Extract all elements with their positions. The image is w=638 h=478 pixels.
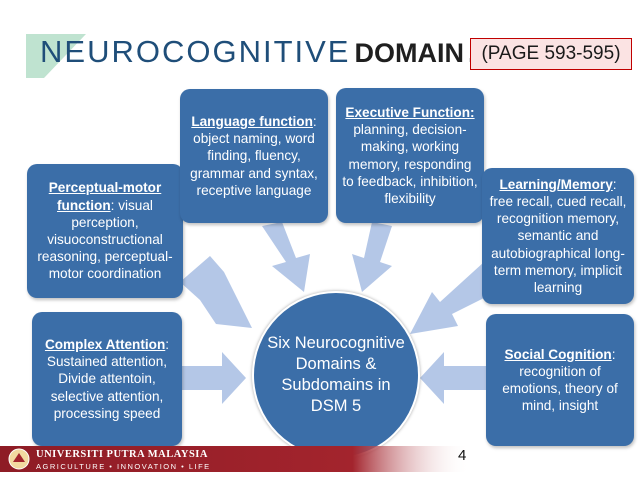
university-name: UNIVERSITI PUTRA MALAYSIA — [36, 449, 208, 460]
slide-title: NEUROCOGNITIVE DOMAIN . — [40, 34, 475, 74]
box-text: : free recall, cued recall, recognition … — [489, 176, 627, 295]
title-band-decoration — [26, 34, 86, 78]
box-text: planning, decision-making, working memor… — [342, 122, 478, 206]
box-heading: Social Cognition — [504, 346, 612, 362]
arrow-executive — [352, 222, 392, 292]
box-complex-attention: Complex Attention: Sustained attention, … — [32, 312, 182, 446]
box-text: : object naming, word finding, fluency, … — [190, 113, 318, 198]
university-logo — [8, 448, 30, 470]
box-language: Language function: object naming, word f… — [180, 89, 328, 223]
box-heading: Executive Function: — [345, 104, 475, 120]
center-text: Six Neurocognitive Domains & Subdomains … — [267, 334, 405, 415]
box-perceptual-motor: Perceptual-motor function: visual percep… — [27, 164, 183, 298]
arrow-perceptual-motor — [180, 256, 252, 328]
box-heading: Complex Attention — [44, 336, 166, 352]
center-circle: Six Neurocognitive Domains & Subdomains … — [252, 291, 420, 459]
arrow-complex-attention — [180, 352, 246, 404]
box-heading: Learning/Memory — [499, 176, 613, 192]
university-tagline: AGRICULTURE • INNOVATION • LIFE — [36, 462, 211, 471]
box-executive: Executive Function: planning, decision-m… — [336, 88, 484, 223]
box-learning-memory: Learning/Memory: free recall, cued recal… — [482, 168, 634, 304]
title-part-1: NEUROCOGNITIVE — [40, 34, 351, 69]
page-reference: (PAGE 593-595) — [470, 38, 632, 70]
box-heading: Language function — [191, 113, 313, 129]
arrow-learning-memory — [410, 262, 496, 334]
arrow-language — [262, 222, 310, 292]
title-part-2: DOMAIN — [354, 38, 464, 68]
box-text: : Sustained attention, Divide attentoin,… — [46, 336, 170, 421]
box-text: : visual perception, visuoconstructional… — [37, 197, 173, 282]
arrow-social-cognition — [420, 352, 486, 404]
page-number: 4 — [458, 447, 467, 464]
box-social-cognition: Social Cognition: recognition of emotion… — [486, 314, 634, 446]
box-heading: Perceptual-motor function — [48, 180, 162, 213]
box-text: : recognition of emotions, theory of min… — [502, 346, 618, 414]
footer-bar — [0, 446, 470, 472]
